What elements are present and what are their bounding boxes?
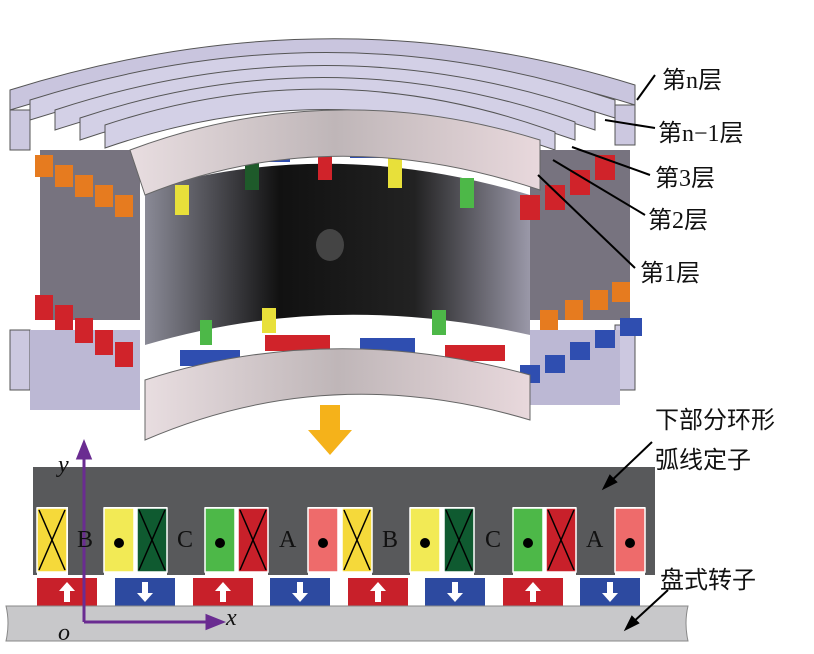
x-axis-arrowhead [205, 613, 227, 631]
arrow-up-icon [370, 582, 386, 602]
arrow-down-icon [137, 582, 153, 602]
current-out-icon [318, 538, 328, 548]
arrow-up-icon [59, 582, 75, 602]
stator-label-line1: 下部分环形 [655, 408, 775, 434]
stator-tooth [645, 505, 655, 575]
layer-n-minus-1-label: 第n−1层 [658, 121, 744, 147]
layer-n-label: 第n层 [662, 68, 722, 94]
magnet-down [425, 578, 485, 606]
stator-tooth [474, 505, 513, 575]
current-out-icon [114, 538, 124, 548]
x-axis-label: x [226, 605, 237, 631]
stator-tooth [372, 505, 410, 575]
stator-tooth [167, 505, 205, 575]
current-out-icon [625, 538, 635, 548]
coil [136, 507, 168, 573]
rotor-label: 盘式转子 [660, 568, 756, 594]
current-in-icon [343, 509, 371, 571]
coil [409, 507, 441, 573]
magnet-up [503, 578, 563, 606]
stator-tooth [576, 505, 615, 575]
arrow-up-icon [215, 582, 231, 602]
current-out-icon [420, 538, 430, 548]
stator-tooth [68, 505, 104, 575]
down-arrow-icon [308, 405, 352, 455]
coil [204, 507, 236, 573]
phase-label: A [279, 527, 297, 553]
current-out-icon [215, 538, 225, 548]
current-in-icon [138, 509, 166, 571]
coil [512, 507, 544, 573]
stator-label-line2: 弧线定子 [655, 448, 751, 474]
layer-1-label: 第1层 [640, 261, 700, 287]
layer-pointers [537, 74, 656, 269]
magnet-down [270, 578, 330, 606]
origin-label: o [58, 620, 70, 646]
stator-tooth [268, 505, 308, 575]
coordinate-axes [75, 438, 227, 631]
y-axis-label: y [58, 452, 69, 478]
current-in-icon [445, 509, 473, 571]
coil [614, 507, 646, 573]
magnet-down [580, 578, 640, 606]
coil [103, 507, 135, 573]
front-layer-top [129, 109, 541, 196]
layer-3-label: 第3层 [655, 166, 715, 192]
phase-label: B [77, 527, 94, 553]
arrow-down-icon [447, 582, 463, 602]
arrow-down-icon [602, 582, 618, 602]
stator-coils [36, 507, 646, 573]
arc-stator [33, 467, 655, 507]
magnet-up [37, 578, 97, 606]
coil [237, 507, 269, 573]
stacked-stator-3d-view [9, 38, 656, 441]
current-in-icon [239, 509, 267, 571]
current-in-icon [38, 509, 66, 571]
rotor-magnets [37, 578, 640, 606]
coil [36, 507, 68, 573]
current-out-icon [523, 538, 533, 548]
phase-label: B [382, 527, 399, 553]
arrow-up-icon [525, 582, 541, 602]
stator-teeth [33, 505, 655, 575]
coil [443, 507, 475, 573]
label-pointers [601, 441, 669, 632]
y-axis-arrowhead [75, 438, 93, 460]
stator-tooth [33, 505, 37, 575]
magnet-down [115, 578, 175, 606]
current-in-icon [547, 509, 575, 571]
phase-label: C [485, 527, 502, 553]
coil [545, 507, 577, 573]
coil [341, 507, 373, 573]
disc-rotor [5, 605, 689, 642]
phase-label: C [177, 527, 194, 553]
magnet-up [193, 578, 253, 606]
arrow-down-icon [292, 582, 308, 602]
layer-2-label: 第2层 [648, 208, 708, 234]
coil [307, 507, 339, 573]
shaft [316, 229, 344, 261]
magnet-up [348, 578, 408, 606]
phase-label: A [586, 527, 604, 553]
front-layer-bottom [144, 348, 531, 441]
